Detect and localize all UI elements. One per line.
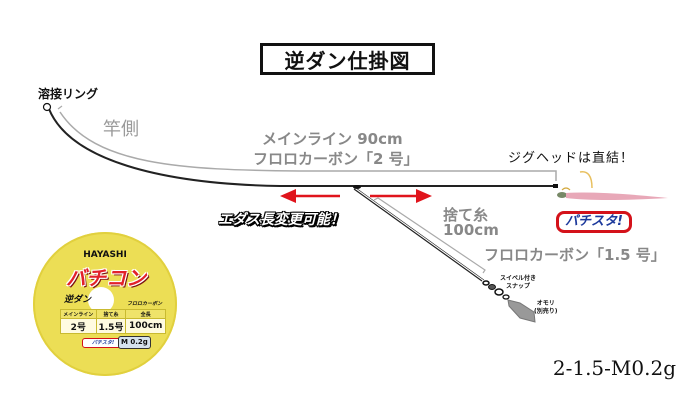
spool-subtitle: 逆ダン <box>64 295 92 305</box>
welded-ring-label: 溶接リング <box>38 87 99 101</box>
swivel-label: スイベル付き スナップ <box>500 275 537 290</box>
main-line-length-label: メインライン 90cm <box>262 130 403 148</box>
leader-length-label: 100cm <box>443 221 499 239</box>
spool-logo: バチコン <box>66 266 146 290</box>
branch-adjust-note: エダス長変更可能！ <box>218 212 344 228</box>
sinker-label: オモリ (別売り) <box>534 300 558 315</box>
welded-ring-icon <box>42 102 52 112</box>
rod-side-label: 竿側 <box>103 119 139 140</box>
main-line <box>48 108 556 187</box>
swivel-snap-icon <box>482 280 510 300</box>
spool-hole <box>88 287 114 313</box>
brand-badge-logo: パチスタ! <box>556 211 632 233</box>
jighead-note: ジグヘッドは直結！ <box>508 151 635 166</box>
jighead-lure-icon <box>553 171 668 200</box>
spool-material: フロロカーボン <box>127 301 163 307</box>
adjust-arrows-icon <box>280 189 432 203</box>
sinker-icon <box>507 299 536 323</box>
spool-brand: HAYASHI <box>83 250 127 260</box>
diagram-title: 逆ダン仕掛図 <box>260 43 435 75</box>
leader-guide <box>373 197 486 274</box>
leader-line <box>353 188 483 282</box>
main-line-guide <box>59 111 557 181</box>
product-code: 2-1.5-M0.2g <box>552 356 676 380</box>
main-line-material-label: フロロカーボン「2 号」 <box>253 150 419 168</box>
spool-weight-badge: M 0.2g <box>118 336 151 349</box>
spool-spec-table: メインライン 捨て糸 全長 2号 1.5号 100cm <box>60 309 166 334</box>
leader-material-label: フロロカーボン「1.5 号」 <box>484 246 666 264</box>
leader-label: 捨て糸 <box>443 206 489 224</box>
